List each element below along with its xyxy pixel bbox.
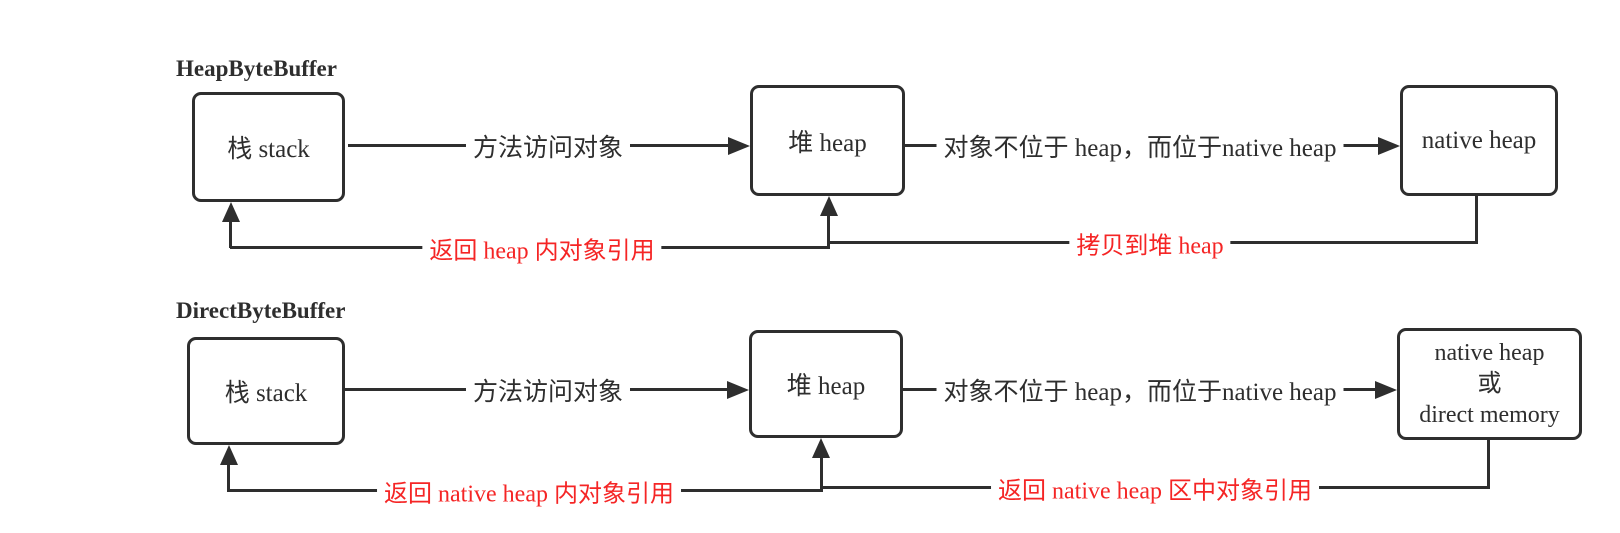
node-label-line: 或 xyxy=(1477,370,1502,397)
node-heap: 堆 heap xyxy=(749,330,903,438)
node-label: 堆 heap xyxy=(786,373,866,400)
edge-label-return-native-heap-region-ref: 返回 native heap 区中对象引用 xyxy=(991,470,1319,506)
node-label-line: direct memory xyxy=(1419,401,1560,428)
arrowhead-right-icon xyxy=(728,137,750,155)
node-label: native heap 或 direct memory xyxy=(1419,338,1560,431)
arrowhead-right-icon xyxy=(1378,137,1400,155)
connector-line xyxy=(227,463,230,491)
node-stack: 栈 stack xyxy=(192,92,345,202)
node-native-heap: native heap xyxy=(1400,85,1558,196)
arrowhead-right-icon xyxy=(727,381,749,399)
node-label-line: native heap xyxy=(1434,339,1545,366)
node-native-heap-or-direct-memory: native heap 或 direct memory xyxy=(1397,328,1582,440)
arrowhead-up-icon xyxy=(812,438,830,458)
edge-label-copy-to-heap: 拷贝到堆 heap xyxy=(1069,225,1231,261)
arrowhead-up-icon xyxy=(820,196,838,216)
diagram-title: DirectByteBuffer xyxy=(176,298,346,323)
node-stack: 栈 stack xyxy=(187,337,345,445)
connector-line xyxy=(1487,440,1490,488)
edge-label-object-not-in-heap: 对象不位于 heap，而位于native heap xyxy=(936,128,1344,164)
arrowhead-up-icon xyxy=(220,445,238,465)
edge-label-object-not-in-heap: 对象不位于 heap，而位于native heap xyxy=(936,372,1344,408)
edge-label-return-heap-ref: 返回 heap 内对象引用 xyxy=(422,230,662,266)
arrowhead-up-icon xyxy=(222,202,240,222)
node-label: 堆 heap xyxy=(788,129,867,157)
edge-label-method-access: 方法访问对象 xyxy=(465,372,631,408)
connector-line xyxy=(1475,196,1478,243)
edge-label-method-access: 方法访问对象 xyxy=(465,128,631,164)
node-label: 栈 stack xyxy=(227,136,310,163)
connector-line xyxy=(820,456,823,492)
node-label: native heap xyxy=(1421,126,1537,154)
node-heap: 堆 heap xyxy=(750,85,905,196)
node-label: 栈 stack xyxy=(224,380,308,407)
connector-line xyxy=(827,214,830,249)
arrowhead-right-icon xyxy=(1375,381,1397,399)
diagram-title: HeapByteBuffer xyxy=(176,56,337,81)
connector-line xyxy=(229,220,232,248)
edge-label-return-native-heap-ref: 返回 native heap 内对象引用 xyxy=(377,473,681,509)
